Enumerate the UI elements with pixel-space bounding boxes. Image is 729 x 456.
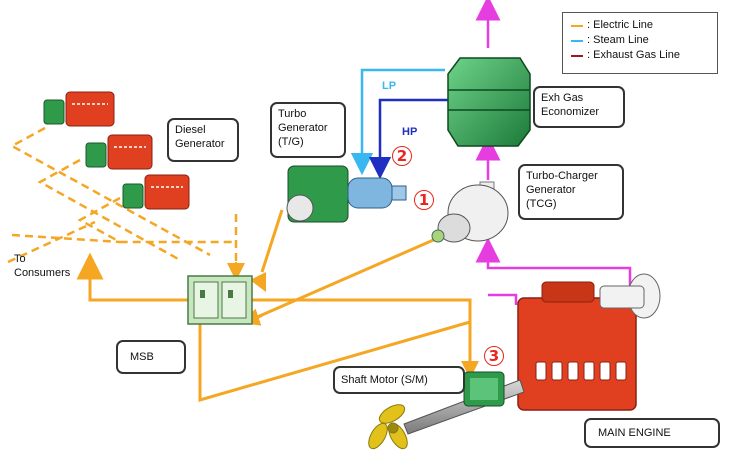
- diesel-generator-label: Diesel Generator: [167, 118, 239, 162]
- diesel-generator-1: [43, 91, 115, 127]
- tg-msb-arrow: [249, 271, 267, 293]
- hp-steam-line: [378, 98, 450, 165]
- legend-steam: : Steam Line: [571, 33, 709, 48]
- diesel-generator-3: [122, 174, 190, 210]
- legend-exhaust-label: : Exhaust Gas Line: [587, 49, 680, 61]
- diesel-feed-2: [37, 158, 181, 262]
- msb-to-consumers-line: [88, 270, 222, 302]
- main-engine-label: MAIN ENGINE: [584, 418, 720, 448]
- marker-1: 1: [414, 190, 434, 210]
- legend: : Electric Line : Steam Line : Exhaust G…: [562, 12, 718, 74]
- msb-label: MSB: [116, 340, 186, 374]
- electric-line-swatch: [571, 24, 583, 27]
- diesel-feed-5: [11, 233, 121, 244]
- marker-3: 3: [484, 346, 504, 366]
- shaft-motor-label: Shaft Motor (S/M): [333, 366, 465, 394]
- lp-steam-line: [360, 68, 445, 160]
- steam-line-swatch: [571, 39, 583, 42]
- exh-gas-economizer: [447, 57, 531, 147]
- marker-2: 2: [392, 146, 412, 166]
- legend-exhaust: : Exhaust Gas Line: [571, 48, 709, 63]
- exhaust-line-swatch: [571, 54, 583, 57]
- diesel-feed-3: [77, 196, 236, 244]
- legend-electric: : Electric Line: [571, 18, 709, 33]
- main-engine: [517, 273, 661, 411]
- lp-label: LP: [382, 80, 397, 92]
- legend-electric-label: : Electric Line: [587, 19, 654, 31]
- hp-label: HP: [402, 126, 418, 138]
- turbo-generator: [286, 165, 407, 223]
- legend-steam-label: : Steam Line: [587, 34, 649, 46]
- diesel-feed-1: [9, 126, 211, 257]
- turbo-charger-generator: [431, 181, 509, 243]
- msb-to-shaft-motor-line: [198, 310, 471, 402]
- to-consumers-label: To Consumers: [14, 253, 71, 279]
- tcg-to-msb-line: [254, 236, 439, 320]
- msb-switchboard: [187, 275, 253, 325]
- diesel-generator-2: [85, 134, 153, 170]
- exh-gas-economizer-label: Exh Gas Economizer: [533, 86, 625, 128]
- propeller: [368, 404, 408, 450]
- shaft-motor: [403, 371, 525, 435]
- turbo-generator-label: Turbo Generator (T/G): [270, 102, 346, 158]
- turbo-charger-generator-label: Turbo-Charger Generator (TCG): [518, 164, 624, 220]
- electric-lines: [88, 209, 472, 402]
- tg-to-msb-line: [260, 209, 284, 273]
- diesel-feed-lines: [7, 126, 238, 268]
- msb-to-sm-vertical: [252, 298, 472, 365]
- diesel-feed-4: [7, 220, 96, 264]
- exhaust-to-tcg-2: [488, 293, 518, 305]
